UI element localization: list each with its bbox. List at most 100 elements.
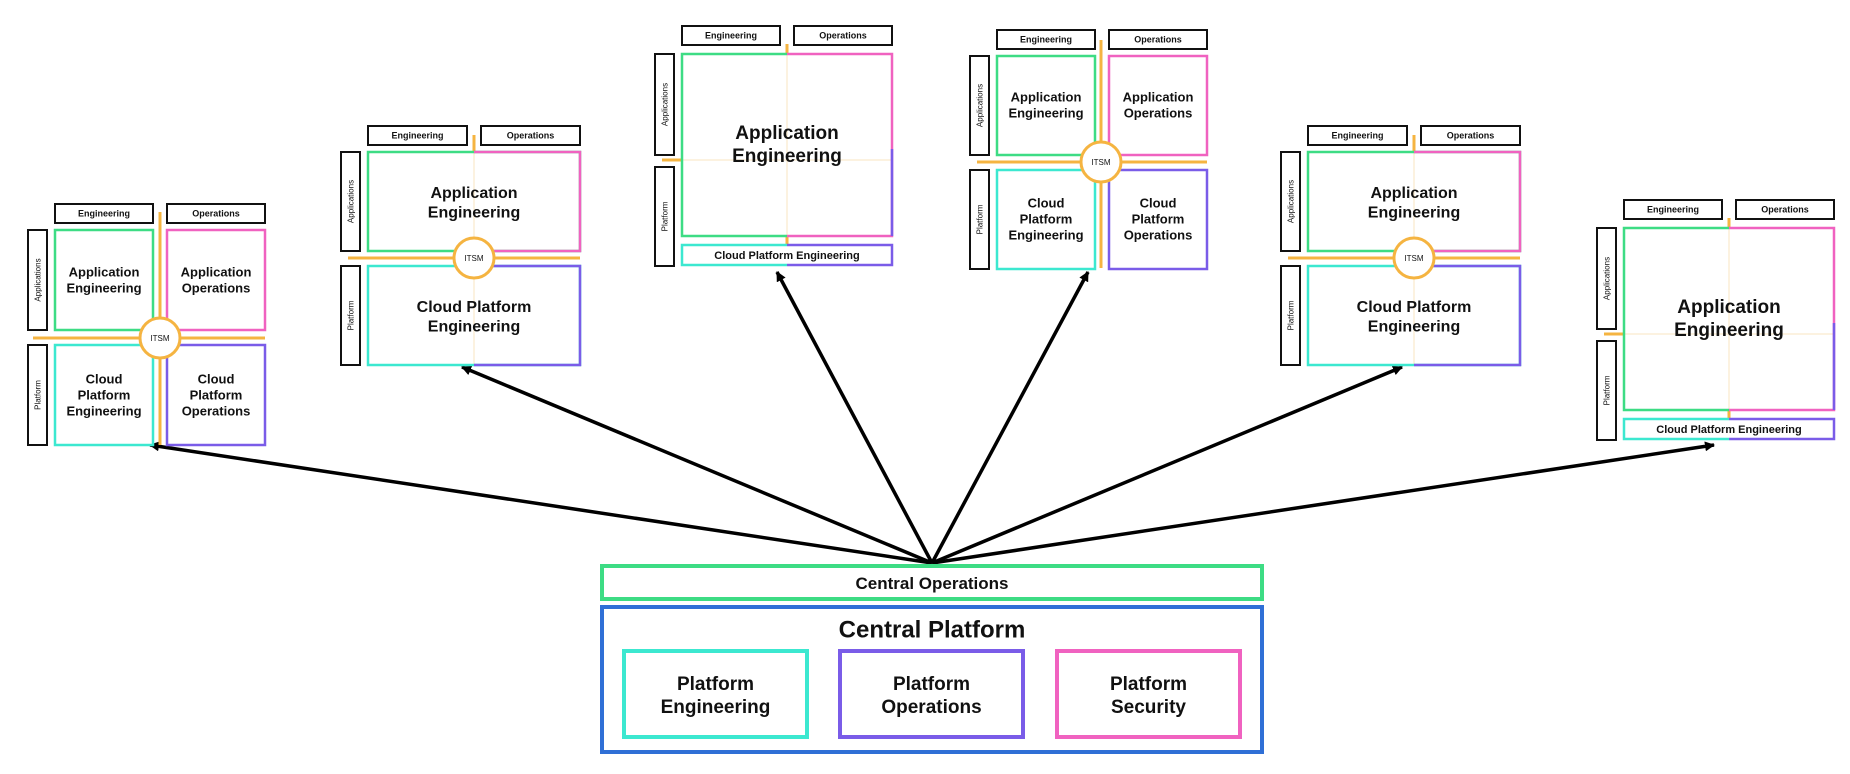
header-engineering-box: [996, 29, 1096, 50]
quadrant-app-engineering-text: Engineering: [66, 280, 141, 295]
platform-operations-box-text: Operations: [881, 697, 981, 718]
quadrant-cloud-engineering-text: Engineering: [66, 403, 141, 418]
arrow-4: [930, 271, 1090, 564]
quadrant-cloud-engineering-text: Engineering: [1008, 227, 1083, 242]
block-app-engineering-text: Engineering: [732, 146, 842, 167]
quadrant-app-engineering-text: Application: [69, 265, 140, 280]
platform-operations-box: [838, 649, 1025, 739]
quadrant-cloud-operations-text: Platform: [1132, 212, 1185, 227]
platform-security-box-text: Platform: [1110, 674, 1187, 695]
itsm-badge-text: ITSM: [150, 334, 169, 343]
header-engineering-box: [681, 25, 781, 46]
quadrant-cloud-engineering: [995, 168, 1097, 271]
quadrant-app-operations-text: Operations: [1124, 105, 1193, 120]
side-applications-text: Applications: [33, 258, 42, 301]
arrow-2: [461, 365, 933, 565]
side-applications-box: [969, 55, 990, 156]
itsm-badge-circle: [1079, 140, 1123, 184]
block-app-engineering-text: Application: [1677, 297, 1780, 318]
central-operations-bar: [600, 564, 1264, 601]
itsm-badge-circle: [452, 236, 496, 280]
side-platform-box: [1280, 265, 1301, 366]
platform-security-box-text: Security: [1111, 697, 1186, 718]
block-left-border: [680, 52, 787, 238]
side-platform-box: [654, 166, 675, 267]
block-left-border: [1622, 226, 1729, 412]
platform-security-box: [1055, 649, 1242, 739]
platform-engineering-box-text: Engineering: [661, 697, 771, 718]
platform-engineering-box: [622, 649, 809, 739]
header-engineering-box: [54, 203, 154, 224]
quadrant-cloud-engineering-text: Cloud: [86, 372, 123, 387]
quadrant-cloud-engineering-text: Platform: [1020, 212, 1073, 227]
quadrant-cloud-operations: [165, 343, 267, 447]
quadrant-app-operations-text: Application: [181, 265, 252, 280]
quadrant-cloud-operations-text: Platform: [190, 388, 243, 403]
block-app-engineering-text: Engineering: [1674, 320, 1784, 341]
block-cloud-engineering-text: Engineering: [1368, 318, 1460, 335]
header-engineering-text: Engineering: [1331, 131, 1383, 141]
side-platform-box: [969, 169, 990, 270]
header-engineering-box: [1307, 125, 1408, 146]
header-engineering-box: [367, 125, 468, 146]
side-applications-text: Applications: [975, 84, 984, 127]
block-cloud-engineering-text: Engineering: [428, 318, 520, 335]
side-platform-box: [27, 344, 48, 446]
quadrant-cloud-operations: [1107, 168, 1209, 271]
quadrant-cloud-engineering: [53, 343, 155, 447]
quadrant-cloud-operations-text: Cloud: [1140, 196, 1177, 211]
header-operations-text: Operations: [1134, 35, 1182, 45]
quadrant-app-operations-text: Application: [1123, 90, 1194, 105]
side-applications-box: [1596, 227, 1617, 330]
header-engineering-text: Engineering: [1647, 205, 1699, 215]
strip-cloud-engineering-text: Cloud Platform Engineering: [714, 250, 859, 262]
quadrant-cloud-engineering-text: Cloud: [1028, 196, 1065, 211]
arrows-layer: [149, 271, 1715, 565]
quadrant-app-engineering-text: Engineering: [1008, 105, 1083, 120]
side-platform-text: Platform: [1286, 300, 1295, 330]
side-platform-text: Platform: [975, 204, 984, 234]
quadrant-cloud-operations-text: Operations: [182, 403, 251, 418]
side-applications-box: [654, 53, 675, 156]
central-platform-title: Central Platform: [839, 616, 1026, 643]
header-engineering-text: Engineering: [78, 209, 130, 219]
itsm-badge-text: ITSM: [1091, 158, 1110, 167]
header-engineering-text: Engineering: [1020, 35, 1072, 45]
header-engineering-box: [1623, 199, 1723, 220]
block-cloud-engineering-text: Cloud Platform: [1357, 299, 1472, 316]
side-platform-box: [1596, 340, 1617, 441]
block-app-engineering-text: Application: [430, 185, 517, 202]
block-app-engineering-right-border: [1414, 150, 1522, 253]
block-right-border: [787, 52, 894, 238]
itsm-badge-text: ITSM: [1404, 254, 1423, 263]
header-operations-text: Operations: [507, 131, 555, 141]
arrow-5: [931, 365, 1403, 565]
quadrant-app-engineering: [53, 228, 155, 332]
side-applications-box: [340, 151, 361, 252]
side-applications-text: Applications: [660, 83, 669, 126]
itsm-badge-circle: [138, 316, 182, 360]
side-applications-text: Applications: [346, 180, 355, 223]
arrow-1: [149, 441, 933, 565]
header-operations-text: Operations: [1447, 131, 1495, 141]
header-operations-box: [793, 25, 893, 46]
quadrant-cloud-operations-text: Cloud: [198, 372, 235, 387]
header-operations-box: [1735, 199, 1835, 220]
header-operations-box: [1420, 125, 1521, 146]
arrow-6: [931, 441, 1715, 565]
arrow-3: [775, 271, 934, 564]
quadrant-app-engineering: [995, 54, 1097, 157]
side-applications-box: [27, 229, 48, 331]
block-app-engineering-text: Application: [1370, 185, 1457, 202]
itsm-badge-circle: [1392, 236, 1436, 280]
block-app-engineering-text: Engineering: [1368, 204, 1460, 221]
itsm-badge-text: ITSM: [464, 254, 483, 263]
header-operations-text: Operations: [1761, 205, 1809, 215]
